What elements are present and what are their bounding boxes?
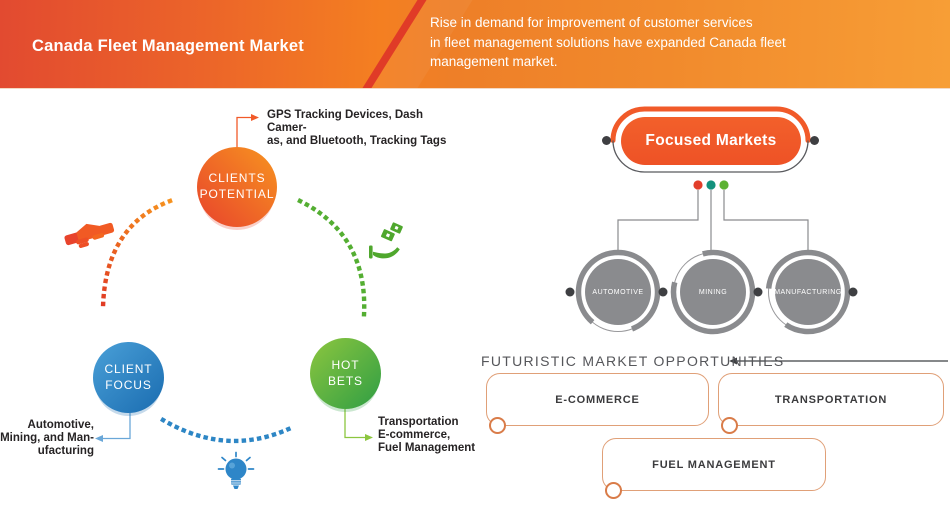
focused-markets-connectors <box>617 190 809 253</box>
market-circle-manufacturing <box>765 249 851 335</box>
cycle-node-client-focus: CLIENT FOCUS <box>93 342 164 413</box>
dotted-arc-right <box>297 198 367 318</box>
header-banner: Canada Fleet Management Market Rise in d… <box>0 0 950 89</box>
market-circle-mining <box>670 249 756 335</box>
handshake-icon <box>64 222 115 248</box>
page-title: Canada Fleet Management Market <box>32 37 304 55</box>
focused-markets-pill: Focused Markets <box>621 117 801 165</box>
market-label-mining: MINING <box>698 288 728 296</box>
annotation-clients-potential: GPS Tracking Devices, Dash Camer- as, an… <box>267 109 447 147</box>
focused-markets-ring <box>602 106 819 173</box>
annotation-hot-bets: Transportation E-commerce, Fuel Manageme… <box>378 416 476 454</box>
opportunities-arrow <box>729 357 948 365</box>
dotted-arc-bottom <box>159 416 296 444</box>
annotation-client-focus: Automotive, Mining, and Man- ufacturing <box>0 419 94 457</box>
marker-dot-green <box>719 180 729 190</box>
opportunity-box-fuel-management: FUEL MANAGEMENT <box>602 438 826 499</box>
cycle-node-clients-potential: CLIENTS POTENTIAL <box>197 147 277 227</box>
money-hand-icon <box>369 222 403 259</box>
connector-clients-potential <box>236 114 259 147</box>
connector-client-focus <box>95 412 131 442</box>
box-corner-circle <box>721 417 738 434</box>
opportunity-label: FUEL MANAGEMENT <box>652 458 776 471</box>
marker-dot-red <box>693 180 703 190</box>
market-label-manufacturing: MANUFACTURING <box>774 288 842 296</box>
ring-side-dot-left <box>602 136 611 145</box>
ring-side-dot-right <box>810 136 819 145</box>
opportunities-heading: FUTURISTIC MARKET OPPORTUNITIES <box>481 353 785 369</box>
box-corner-circle <box>489 417 506 434</box>
market-label-automotive: AUTOMOTIVE <box>592 288 644 296</box>
connector-hot-bets <box>344 409 373 441</box>
market-side-dots <box>565 287 858 297</box>
opportunity-box-ecommerce: E-COMMERCE <box>486 373 709 434</box>
box-corner-circle <box>605 482 622 499</box>
opportunity-box-transportation: TRANSPORTATION <box>718 373 944 434</box>
lightbulb-icon <box>217 451 255 489</box>
marker-dot-teal <box>706 180 716 190</box>
opportunity-label: E-COMMERCE <box>555 393 640 406</box>
opportunity-label: TRANSPORTATION <box>774 393 888 406</box>
cycle-node-hot-bets: HOT BETS <box>310 338 381 409</box>
dotted-arc-left <box>100 198 173 311</box>
header-description: Rise in demand for improvement of custom… <box>430 15 786 70</box>
market-circle-automotive <box>575 249 661 335</box>
